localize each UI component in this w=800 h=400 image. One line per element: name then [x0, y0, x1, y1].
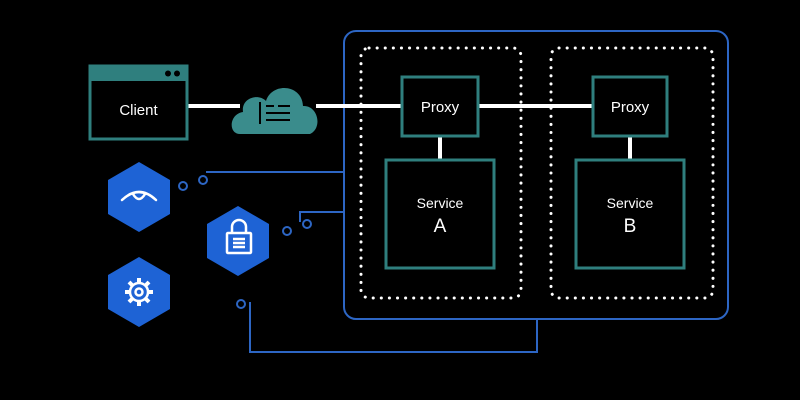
service-a-id: A: [434, 216, 447, 237]
client-label: Client: [119, 102, 158, 119]
cloud-icon: [231, 88, 318, 134]
proxy-b-label: Proxy: [611, 99, 650, 116]
observability-hexagon: [108, 162, 170, 232]
terminal-eye-2: [198, 175, 208, 185]
terminal-lock-1: [282, 226, 292, 236]
lock-icon: [225, 218, 253, 255]
window-dot-icon: [174, 70, 180, 77]
window-dot-icon: [165, 70, 171, 77]
cloud-shape: [231, 88, 318, 134]
proxy-b: Proxy: [591, 75, 669, 138]
observability-hexagon-shape: [108, 162, 170, 232]
terminal-eye-1: [178, 181, 188, 191]
gear-icon: [125, 278, 153, 306]
control-wire: [249, 302, 538, 353]
terminal-lock-2: [302, 219, 312, 229]
cloud-document-glyph: [259, 102, 290, 124]
gear-hub: [134, 287, 144, 297]
proxy-a-box: [400, 75, 480, 138]
service-b-box: [574, 158, 686, 270]
proxy-a-label: Proxy: [421, 99, 460, 116]
control-plane-wires: [206, 171, 538, 353]
gear-teeth: [125, 278, 153, 306]
client-window-titlebar: [90, 66, 187, 81]
gear-ring: [128, 281, 150, 303]
pod-b-boundary: [549, 46, 715, 300]
proxy-b-box: [591, 75, 669, 138]
eye-icon: [120, 190, 158, 202]
service-b-label: Service: [607, 195, 654, 211]
data-plane-links: [188, 104, 632, 160]
terminal-gear: [236, 299, 246, 309]
pod-a-boundary: [359, 46, 523, 300]
security-hexagon: [207, 206, 269, 276]
control-hexagon: [108, 257, 170, 327]
service-a: Service A: [384, 158, 496, 270]
wire-terminals: [178, 175, 312, 309]
client-window: Client: [88, 64, 189, 141]
security-wire: [299, 211, 344, 222]
security-hexagon-shape: [207, 206, 269, 276]
service-b-id: B: [624, 216, 637, 237]
service-a-label: Service: [417, 195, 464, 211]
service-b: Service B: [574, 158, 686, 270]
proxy-a: Proxy: [400, 75, 480, 138]
service-a-box: [384, 158, 496, 270]
